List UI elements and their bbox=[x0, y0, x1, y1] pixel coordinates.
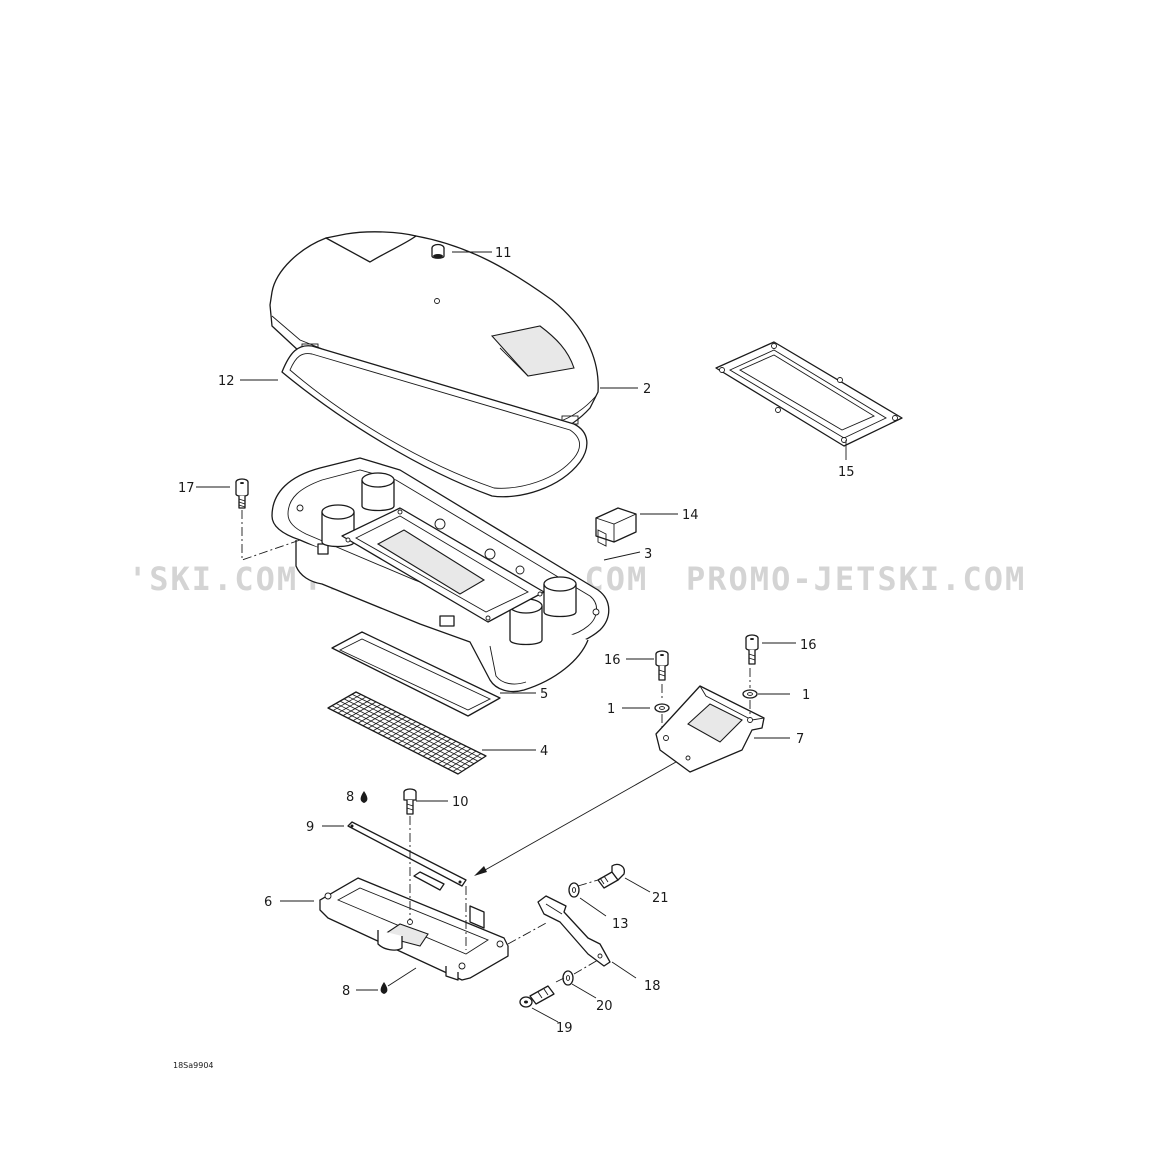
part-3-housing bbox=[271, 457, 610, 693]
part-5-gasket bbox=[331, 631, 501, 717]
callout-1-right: 1 bbox=[802, 688, 810, 703]
part-7-plate bbox=[655, 685, 765, 773]
part-6-base bbox=[319, 877, 509, 981]
part-11-plug bbox=[431, 243, 445, 259]
screen-mesh-line bbox=[402, 728, 432, 747]
screen-mesh-line bbox=[337, 696, 367, 714]
screen-mesh-line bbox=[427, 740, 457, 760]
screen-mesh-line bbox=[357, 706, 387, 724]
callout-numbers: 11 2 12 15 17 14 3 16 16 5 1 1 7 4 8 10 … bbox=[178, 246, 855, 1036]
watermark-left: 'SKI.COM bbox=[128, 560, 298, 598]
callout-7: 7 bbox=[796, 732, 804, 747]
callout-5: 5 bbox=[540, 687, 548, 702]
part-14-clip bbox=[595, 507, 637, 547]
callout-16-right: 16 bbox=[800, 638, 817, 653]
screen-mesh-line bbox=[382, 718, 412, 737]
callout-17: 17 bbox=[178, 481, 195, 496]
screen-mesh-line bbox=[372, 713, 402, 732]
screen-mesh-line bbox=[347, 701, 377, 719]
screen-mesh-line bbox=[351, 693, 483, 759]
part-21-screw bbox=[597, 863, 625, 889]
assembly-lines bbox=[241, 510, 751, 983]
part-9-strip bbox=[347, 821, 467, 891]
watermark-right: PROMO-JETSKI.COM bbox=[686, 560, 1026, 598]
callout-4: 4 bbox=[540, 744, 548, 759]
callout-13: 13 bbox=[612, 917, 629, 932]
screen-mesh-line bbox=[392, 723, 422, 742]
screen-mesh-line bbox=[397, 726, 427, 744]
part-15-flat-gasket bbox=[715, 341, 903, 447]
part-20-washer bbox=[562, 970, 574, 986]
screen-mesh-line bbox=[407, 731, 437, 749]
screen-mesh-line bbox=[442, 748, 472, 767]
screen-mesh-line bbox=[335, 703, 467, 770]
part-17-bolt bbox=[235, 478, 249, 509]
leader-lines bbox=[196, 251, 847, 1023]
callout-2: 2 bbox=[643, 382, 651, 397]
oil-drop-icon bbox=[380, 982, 388, 994]
screen-mesh-line bbox=[432, 743, 462, 762]
screen-mesh-line bbox=[377, 716, 407, 734]
part-16-bolt-left bbox=[655, 650, 669, 681]
callout-16-left: 16 bbox=[604, 653, 621, 668]
screen-mesh-line bbox=[417, 735, 447, 755]
screen-mesh-line bbox=[352, 703, 382, 722]
screen-mesh-line bbox=[362, 708, 392, 727]
callout-12: 12 bbox=[218, 374, 235, 389]
part-1-washer-left bbox=[654, 703, 670, 713]
reference-code: 18Sa9904 bbox=[173, 1061, 214, 1070]
callout-10: 10 bbox=[452, 795, 469, 810]
screen-mesh-line bbox=[339, 700, 471, 767]
screen-mesh-line bbox=[367, 711, 397, 729]
callout-9: 9 bbox=[306, 820, 314, 835]
callout-15: 15 bbox=[838, 465, 855, 480]
callout-1-left: 1 bbox=[607, 702, 615, 717]
screen-mesh-line bbox=[387, 721, 417, 739]
part-13-washer bbox=[568, 882, 580, 898]
callout-6: 6 bbox=[264, 895, 272, 910]
callout-14: 14 bbox=[682, 508, 699, 523]
callout-8-bottom: 8 bbox=[342, 984, 350, 999]
callout-21: 21 bbox=[652, 891, 669, 906]
screen-mesh-line bbox=[347, 696, 479, 762]
screen-mesh-line bbox=[332, 694, 362, 711]
part-12-seal bbox=[281, 345, 588, 498]
part-18-bracket bbox=[537, 895, 611, 967]
callout-8-top: 8 bbox=[346, 790, 354, 805]
screen-mesh-line bbox=[437, 745, 467, 765]
callout-3: 3 bbox=[644, 547, 652, 562]
screen-mesh-line bbox=[447, 750, 477, 770]
part-10-bolt bbox=[403, 788, 417, 815]
screen-mesh-line bbox=[342, 699, 372, 716]
screen-mesh-line bbox=[331, 705, 463, 772]
assembly-arrow bbox=[474, 761, 677, 876]
callout-20: 20 bbox=[596, 999, 613, 1014]
part-19-bolt bbox=[519, 985, 555, 1008]
callout-11: 11 bbox=[495, 246, 512, 261]
screen-mesh-line bbox=[452, 753, 482, 772]
screen-mesh-line bbox=[422, 738, 452, 757]
screen-mesh-line bbox=[343, 698, 475, 765]
callout-19: 19 bbox=[556, 1021, 573, 1036]
part-4-screen bbox=[327, 691, 487, 775]
part-1-washer-right bbox=[742, 689, 758, 699]
oil-drop-icon bbox=[360, 791, 368, 803]
screen-mesh-line bbox=[412, 733, 442, 752]
part-16-bolt-right bbox=[745, 634, 759, 665]
callout-18: 18 bbox=[644, 979, 661, 994]
